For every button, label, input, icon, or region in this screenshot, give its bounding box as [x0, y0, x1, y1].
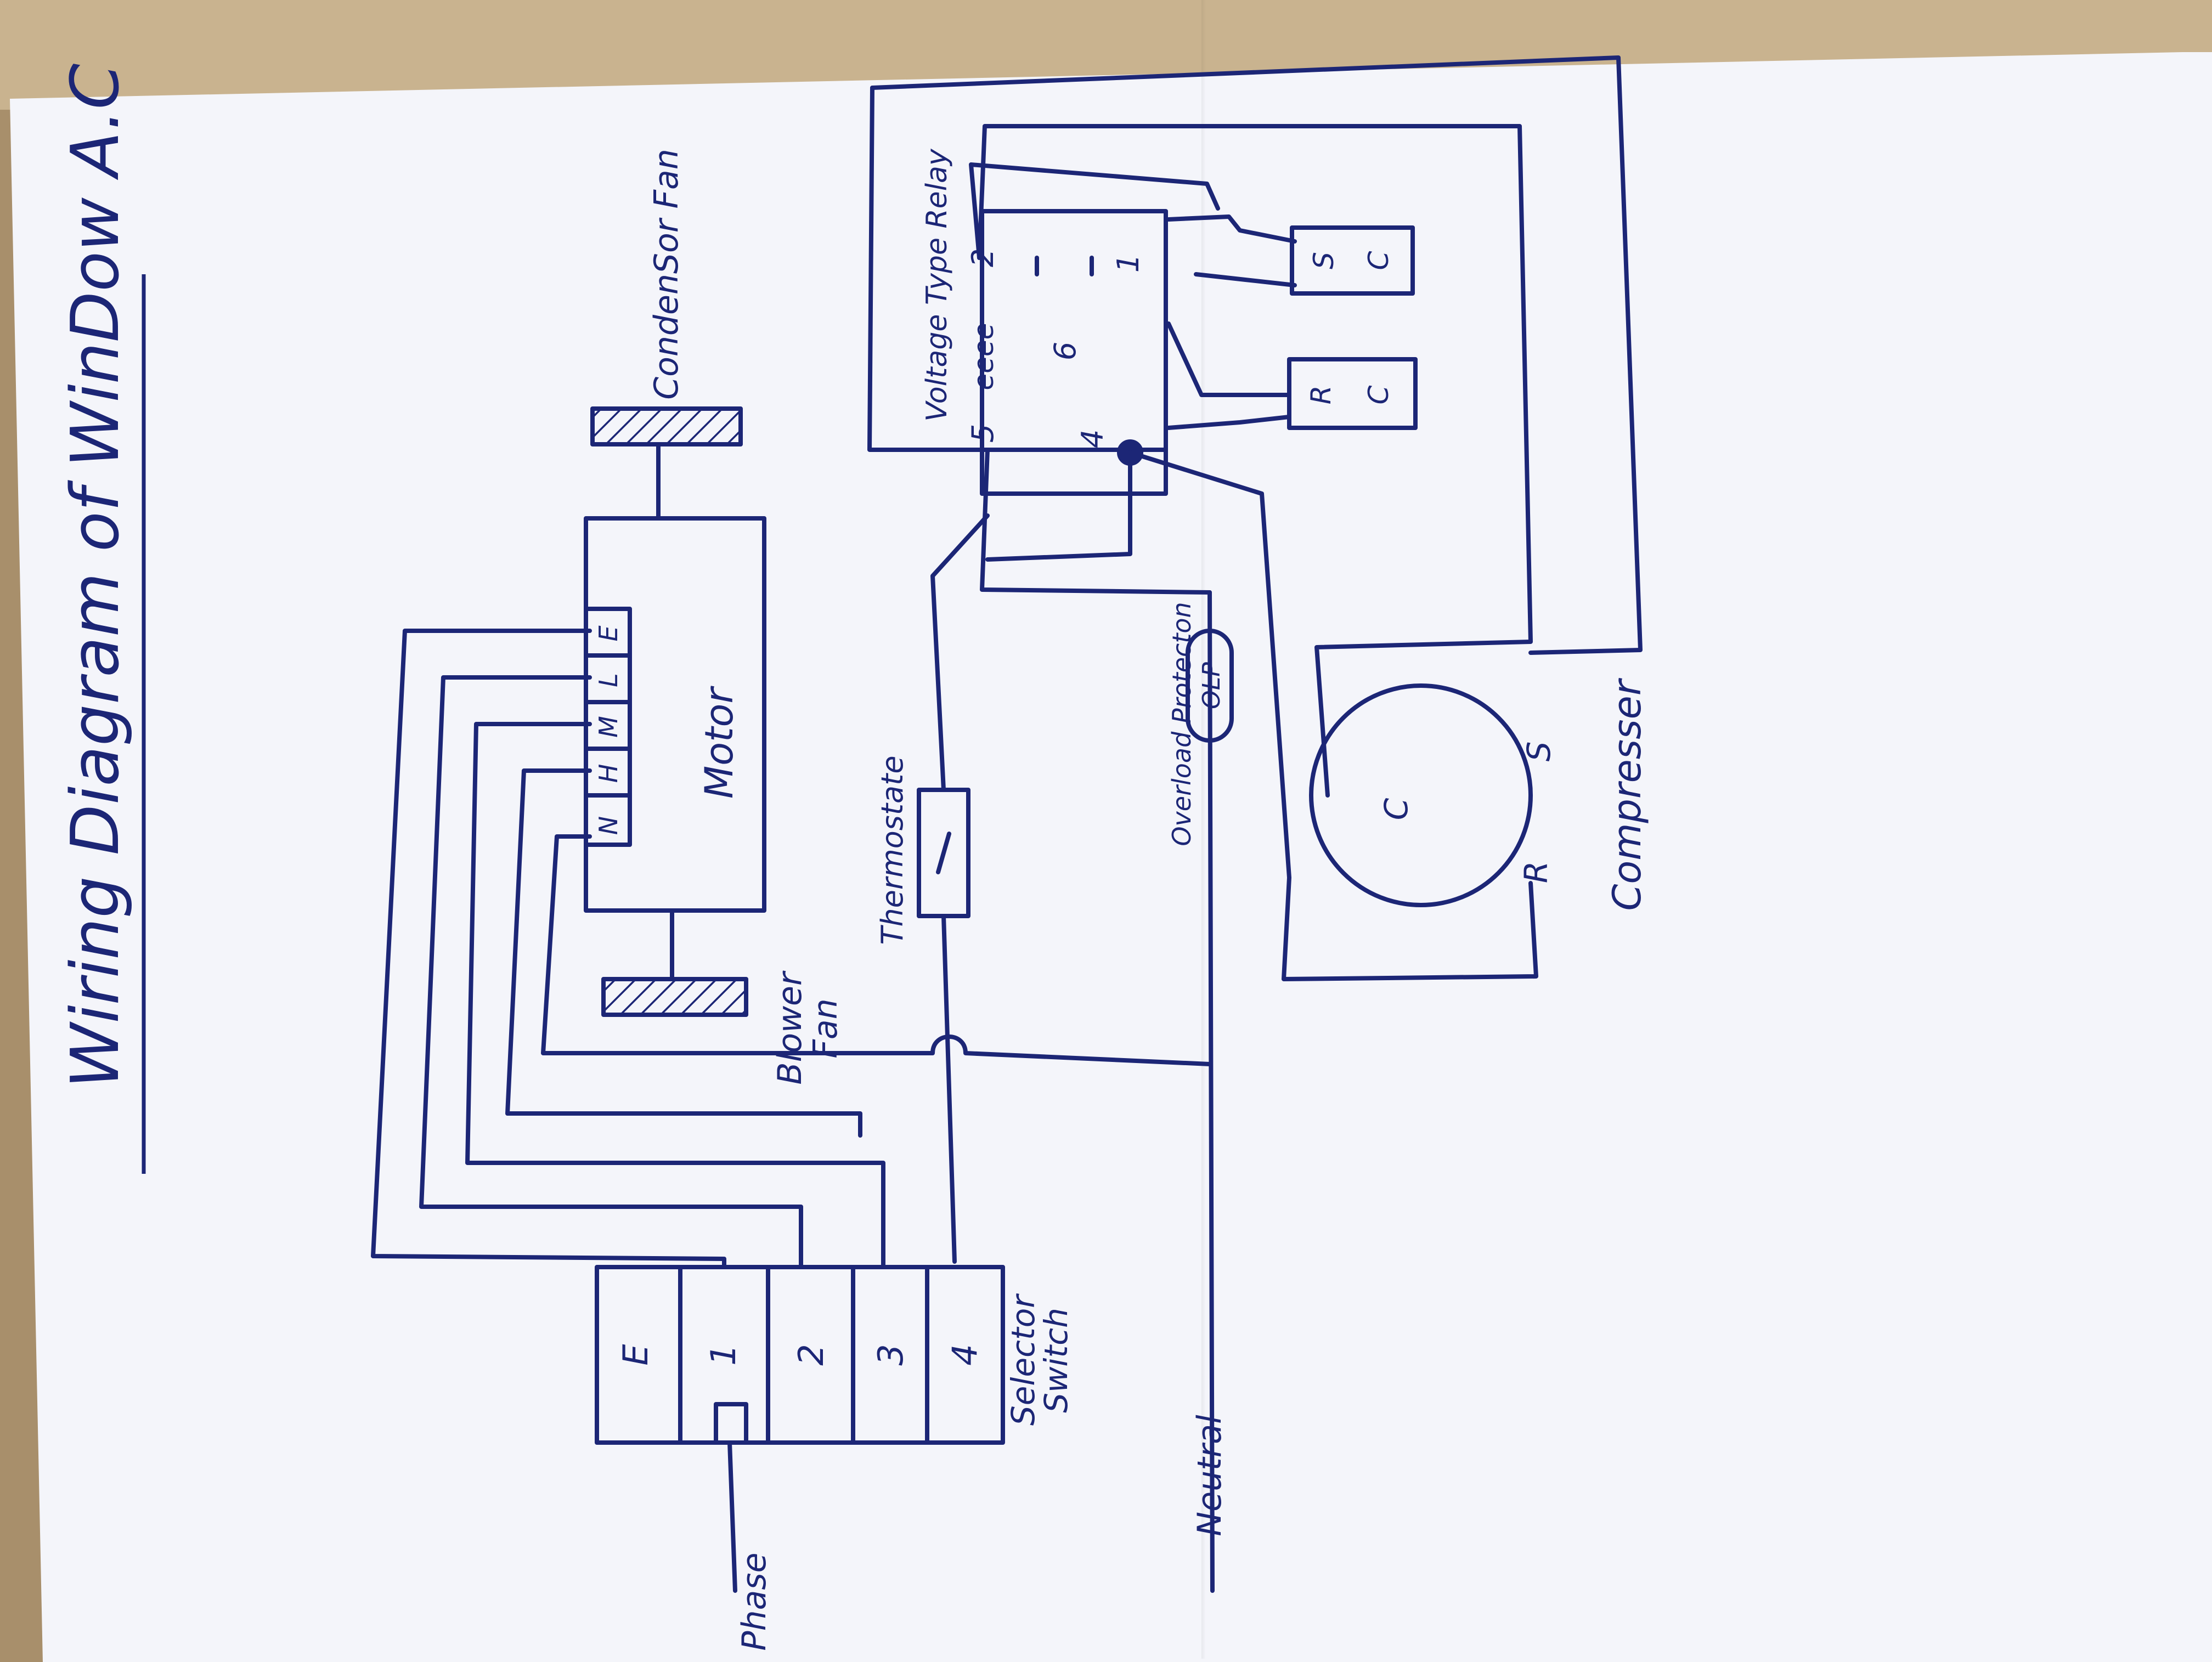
compressor-body [1309, 683, 1533, 907]
condenser-fan-blade [590, 406, 743, 446]
relay-terminal-2: 2 [966, 248, 1000, 267]
selector-switch-label-1: Selector [1005, 1293, 1042, 1426]
motor-terminal-n: N [594, 816, 623, 835]
motor-terminal-h: H [594, 764, 623, 783]
wiring [371, 55, 1643, 1593]
blower-fan-label-1: Blower [771, 970, 809, 1085]
relay-body [980, 209, 1168, 496]
page-title: Wiring Diagram of WinDow A.C [58, 63, 134, 1088]
relay-terminal-1: 1 [1111, 254, 1146, 273]
selector-position-1: 1 [703, 1344, 743, 1365]
selector-position-e: E [616, 1344, 656, 1366]
motor-terminal-l: L [594, 673, 623, 687]
compressor-terminal-c: C [1378, 798, 1415, 820]
blower-fan-blade [601, 977, 748, 1017]
compressor-label: Compresser [1605, 677, 1650, 911]
relay-coil: eeee [968, 323, 1000, 390]
phase-label: Phase [735, 1552, 774, 1650]
motor-terminal-m: M [594, 716, 623, 738]
motor-terminal-block [584, 607, 632, 847]
selector-position-4: 4 [945, 1344, 985, 1365]
start-capacitor-body [1290, 225, 1415, 296]
paper-sheet [10, 52, 2212, 1662]
condenser-fan-label: CondenSor Fan [647, 149, 686, 400]
run-capacitor-terminal-r: R [1305, 386, 1337, 405]
motor-label: Motor [697, 686, 742, 799]
motor-terminal-e: E [594, 625, 623, 641]
run-capacitor-terminal-c: C [1363, 385, 1395, 404]
relay-terminal-4: 4 [1075, 429, 1110, 448]
compressor-terminal-s: S [1520, 742, 1558, 762]
thermostat-label: Thermostate [875, 755, 910, 945]
start-capacitor-terminal-s: S [1308, 252, 1340, 269]
olp-caption-label: Overload Protecton [1167, 602, 1197, 846]
title-group: Wiring Diagram of WinDow A.C [58, 63, 134, 1088]
compressor-terminal-r: R [1517, 861, 1555, 883]
relay-label: Voltage Type Relay [921, 148, 953, 422]
selector-position-3: 3 [871, 1344, 911, 1365]
relay-terminal-5: 5 [966, 424, 1000, 443]
olp-label: OLP [1198, 662, 1226, 709]
neutral-label: Neutral [1190, 1415, 1229, 1536]
selector-switch-label-2: Switch [1037, 1308, 1075, 1413]
selector-position-2: 2 [791, 1344, 831, 1365]
paper-fold [1201, 0, 1206, 1659]
olp-body [1186, 629, 1234, 743]
blower-fan-label-2: Fan [806, 998, 845, 1058]
start-capacitor-terminal-c: C [1363, 251, 1395, 270]
relay-outer-wire [867, 86, 1168, 452]
relay-terminal-6: 6 [1048, 342, 1082, 360]
